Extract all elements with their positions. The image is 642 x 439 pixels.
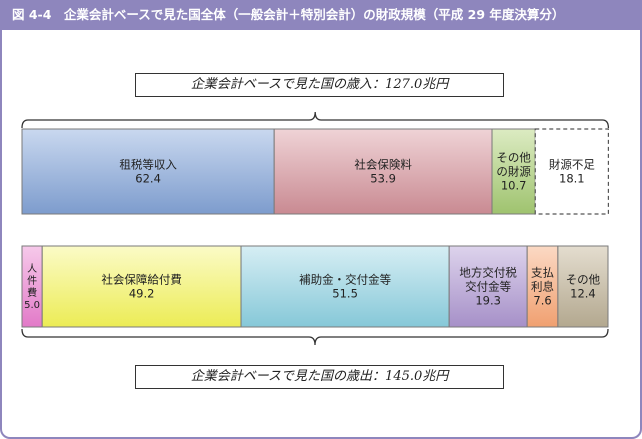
expenditure-segment-4-label: 利息 — [531, 280, 554, 294]
expenditure-brace — [21, 328, 609, 346]
expenditure-segment-1-label: 社会保障給付費 — [101, 273, 182, 287]
revenue-segment-1-label: 社会保険料 — [354, 158, 412, 172]
revenue-segment-2-label: の財源 — [496, 165, 531, 179]
expenditure-segment-3-value: 19.3 — [475, 294, 501, 308]
expenditure-segment-1-value: 49.2 — [129, 287, 155, 301]
expenditure-segment-5-value: 12.4 — [570, 287, 596, 301]
expenditure-segment-0-label: 費 — [27, 286, 37, 299]
expenditure-segment-5 — [557, 245, 609, 328]
expenditure-segment-0-label: 人 — [27, 263, 37, 275]
expenditure-segment-1 — [41, 245, 242, 328]
expenditure-segment-3 — [448, 245, 528, 328]
expenditure-segment-0-value: 5.0 — [24, 300, 40, 311]
revenue-brace — [21, 111, 610, 129]
expenditure-segment-0-label: 件 — [27, 275, 37, 287]
revenue-segment-2-value: 10.7 — [501, 179, 527, 193]
expenditure-segment-3-label: 交付金等 — [465, 280, 511, 294]
revenue-segment-3 — [534, 128, 610, 215]
revenue-segment-0-value: 62.4 — [135, 172, 161, 186]
expenditure-segment-3-label: 地方交付税 — [459, 266, 517, 280]
revenue-segment-3-value: 18.1 — [559, 172, 585, 186]
expenditure-caption: 企業会計ベースで見た国の歳出：145.0兆円 — [135, 365, 504, 389]
revenue-segment-2 — [491, 128, 536, 215]
revenue-segment-1 — [273, 128, 493, 215]
expenditure-segment-2-value: 51.5 — [332, 287, 358, 301]
revenue-segment-0 — [21, 128, 275, 215]
revenue-segment-0-label: 租税等収入 — [119, 158, 177, 172]
expenditure-segment-2-label: 補助金・交付金等 — [299, 273, 391, 287]
revenue-segment-1-value: 53.9 — [370, 172, 396, 186]
revenue-caption: 企業会計ベースで見た国の歳入：127.0兆円 — [135, 73, 504, 97]
figure-title: 図 4-4 企業会計ベースで見た国全体（一般会計＋特別会計）の財政規模（平成 2… — [0, 0, 642, 30]
expenditure-segment-4 — [526, 245, 559, 328]
revenue-segment-3-label: 財源不足 — [549, 158, 595, 172]
expenditure-segment-4-label: 支払 — [531, 266, 554, 280]
expenditure-segment-2 — [240, 245, 450, 328]
expenditure-segment-4-value: 7.6 — [533, 294, 551, 308]
expenditure-segment-5-label: その他 — [566, 273, 601, 287]
revenue-segment-2-label: その他 — [496, 151, 531, 165]
